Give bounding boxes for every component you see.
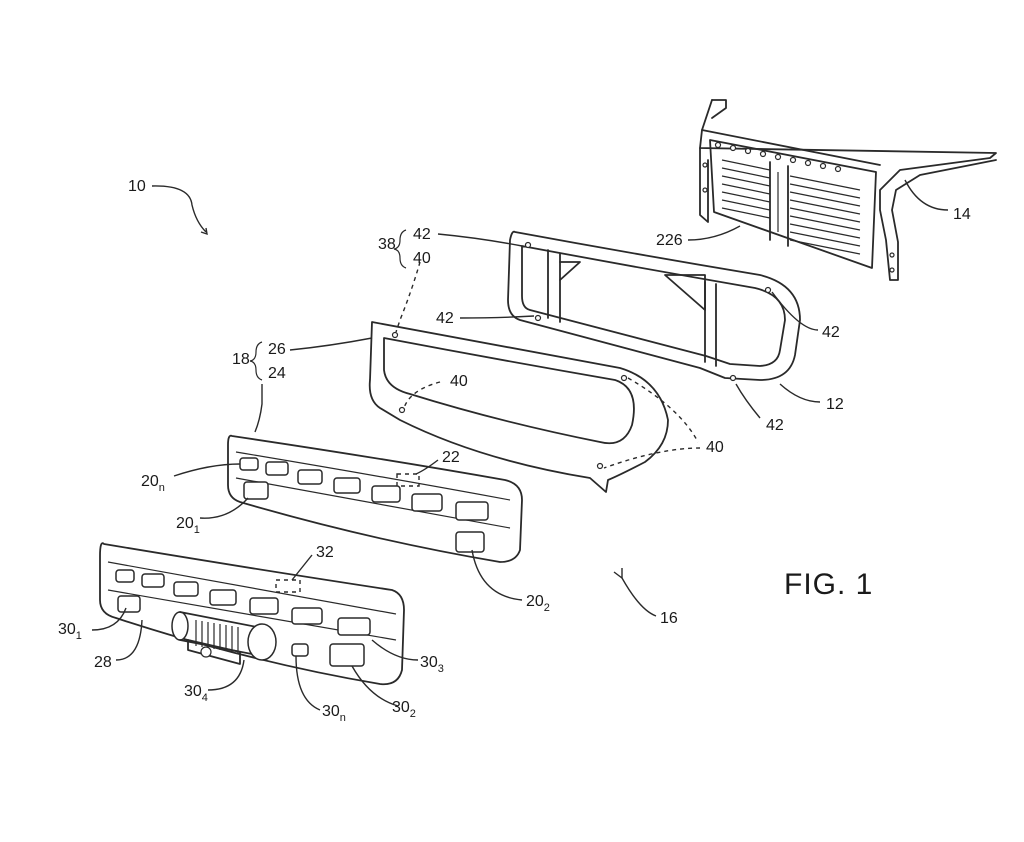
accessory-panel-28 [99, 542, 405, 686]
bezel-18 [368, 321, 669, 493]
label-30-n: 30n [322, 703, 346, 724]
reference-labels: 10 14 226 38 42 40 42 42 42 12 18 26 24 … [58, 178, 971, 724]
label-32: 32 [316, 544, 334, 561]
leader-lines [91, 179, 949, 711]
label-20-1: 201 [176, 515, 200, 536]
label-20-2: 202 [526, 593, 550, 614]
label-16: 16 [660, 610, 678, 627]
label-26: 26 [268, 341, 286, 358]
light-panel-24 [227, 434, 523, 563]
label-30-3: 303 [420, 654, 444, 675]
winch-accessory [171, 611, 277, 665]
label-30-4: 304 [184, 683, 208, 704]
label-20n: 20n [141, 473, 165, 494]
label-30-2: 302 [392, 699, 416, 720]
label-42-right: 42 [822, 324, 840, 341]
brace-18 [249, 341, 263, 381]
label-10: 10 [128, 178, 146, 195]
label-22: 22 [442, 449, 460, 466]
label-40-top: 40 [413, 250, 431, 267]
label-24: 24 [268, 365, 286, 382]
label-40-mid: 40 [450, 373, 468, 390]
label-30-1: 301 [58, 621, 82, 642]
label-14: 14 [953, 206, 971, 223]
frame-12 [507, 230, 801, 382]
figure-title: FIG. 1 [784, 568, 873, 601]
vehicle-front-structure [699, 99, 997, 281]
label-226: 226 [656, 232, 683, 249]
label-42-bottom: 42 [766, 417, 784, 434]
label-42-left: 42 [436, 310, 454, 327]
label-12: 12 [826, 396, 844, 413]
label-28: 28 [94, 654, 112, 671]
label-40-right: 40 [706, 439, 724, 456]
label-42-top: 42 [413, 226, 431, 243]
brace-38 [393, 229, 407, 269]
label-18: 18 [232, 351, 250, 368]
label-38: 38 [378, 236, 396, 253]
